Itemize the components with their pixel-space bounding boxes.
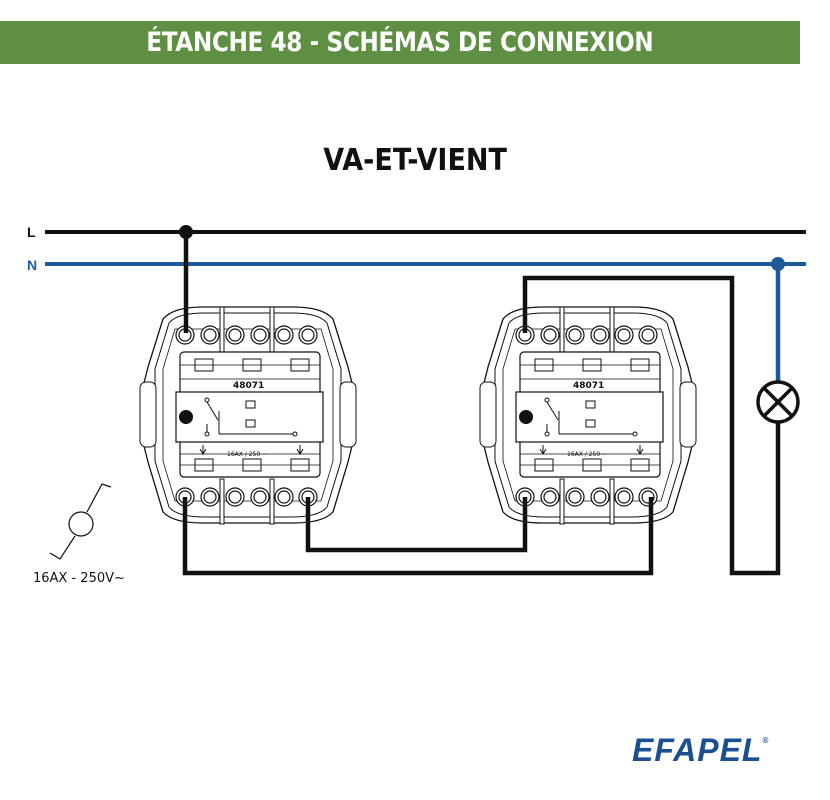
line-label-l: L [27,224,36,240]
wire-traveller-1 [182,497,654,576]
switch-2-model: 48071 [573,381,604,391]
neutral-junction-dot [771,257,785,271]
registered-mark: ® [762,736,770,745]
switch-1-model: 48071 [233,381,264,391]
live-junction-dot [179,225,193,239]
switch-symbol-label: 16AX - 250V~ [33,571,125,586]
switch-2: 48071 16AX / 250 ~ [479,306,697,525]
wire-traveller-2 [305,497,528,553]
page-banner: ÉTANCHE 48 - SCHÉMAS DE CONNEXION [0,21,800,64]
lamp-icon [756,380,800,424]
switch-symbol-icon [49,483,112,560]
logo-text: EFAPEL [632,732,763,768]
switch-1: 48071 16AX / 250 ~ [139,306,357,525]
efapel-logo: EFAPEL® [632,732,769,769]
diagram-title: VA-ET-VIENT [323,143,507,178]
switch-2-rating: 16AX / 250 ~ [567,451,607,458]
line-label-n: N [27,257,37,273]
wire-switch-2-to-lamp [522,275,781,576]
page-title: ÉTANCHE 48 - SCHÉMAS DE CONNEXION [146,27,654,58]
diagram-title-wrap: VA-ET-VIENT [0,143,830,178]
switch-1-rating: 16AX / 250 ~ [227,451,267,458]
